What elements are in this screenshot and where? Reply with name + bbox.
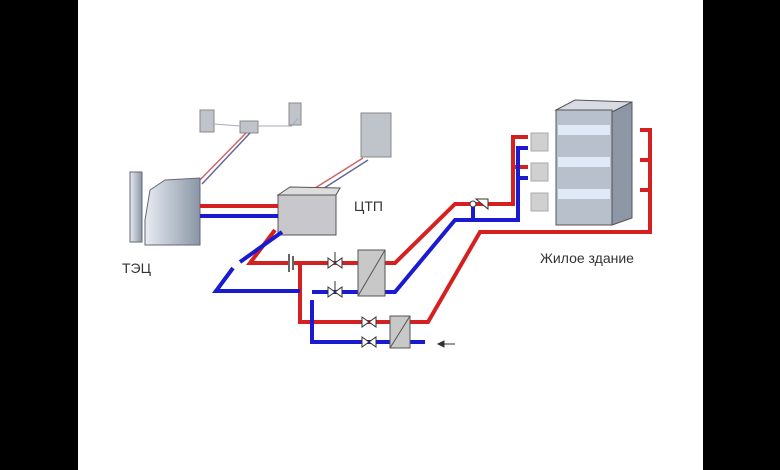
supply-pipes [200, 128, 652, 324]
building-icon [360, 112, 392, 158]
remote-building [288, 102, 302, 126]
remote-substation [239, 120, 259, 134]
flow-arrow-icon [436, 340, 455, 348]
compensator-icon [288, 254, 294, 272]
valve-icon [469, 198, 489, 211]
residential-building-icon [554, 99, 633, 226]
valve-icon [361, 336, 377, 348]
return-pipes [200, 146, 528, 344]
substation-label: ЦТП [354, 198, 383, 214]
heat-exchangers [357, 249, 411, 349]
radiator-icon [530, 192, 549, 212]
plant-label: ТЭЦ [122, 260, 151, 276]
remote-network [197, 102, 392, 193]
chp-plant-icon [129, 171, 201, 246]
substation-icon [276, 186, 341, 236]
valve-icon [327, 281, 343, 298]
valve-icon [327, 252, 343, 269]
radiator-icon [530, 162, 549, 182]
building-label: Жилое здание [540, 250, 634, 266]
radiator-icon [530, 132, 549, 152]
remote-building [199, 109, 215, 133]
valves [327, 198, 489, 348]
valve-icon [361, 316, 377, 328]
radiators [530, 132, 549, 212]
